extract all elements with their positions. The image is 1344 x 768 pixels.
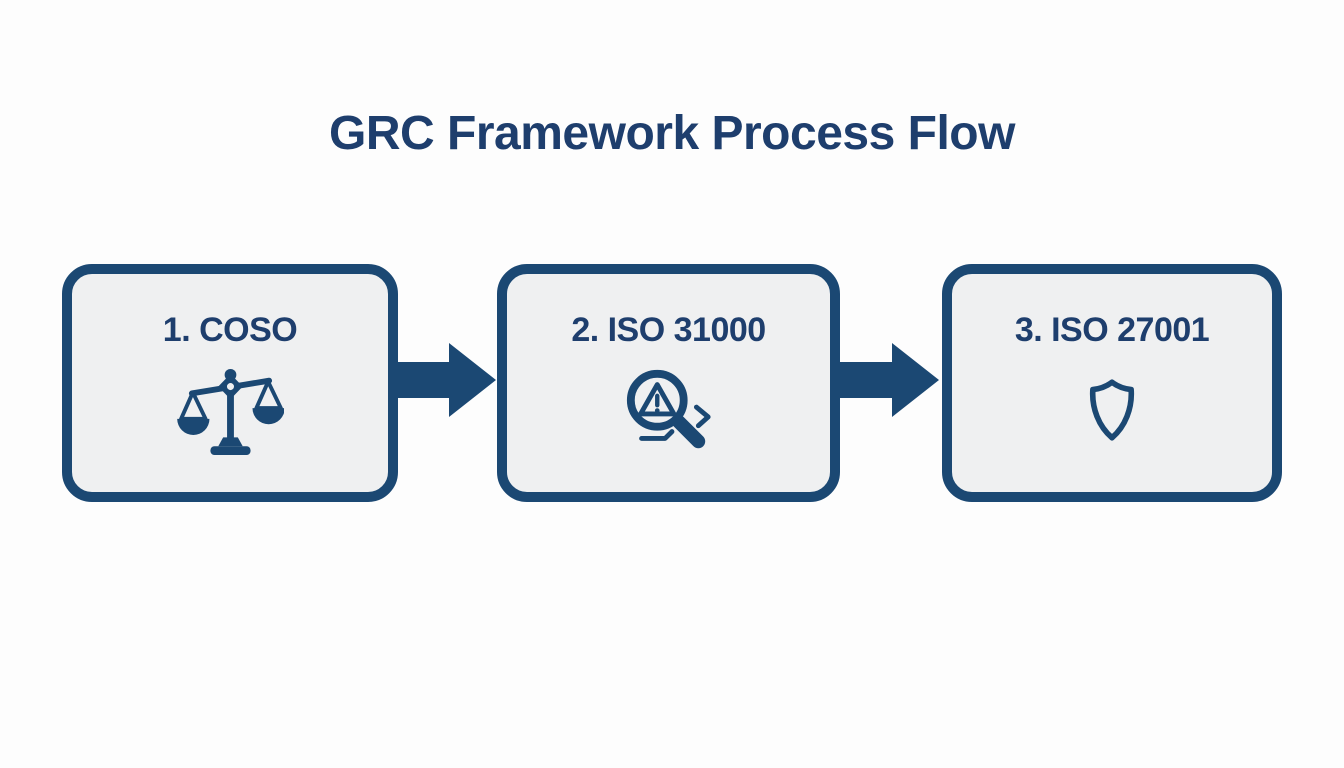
step-label: 1. COSO — [162, 311, 298, 349]
step-label: 2. ISO 31000 — [571, 311, 766, 349]
step-box-iso31000: 2. ISO 31000 — [497, 264, 840, 502]
arrow-right-icon — [840, 343, 939, 417]
step-label: 3. ISO 27001 — [1014, 311, 1210, 349]
balance-scale-icon — [176, 367, 284, 456]
step-box-coso: 1. COSO — [62, 264, 398, 502]
diagram-title: GRC Framework Process Flow — [329, 107, 1015, 160]
step-box-iso27001: 3. ISO 27001 — [942, 264, 1282, 502]
shield-icon — [1079, 367, 1145, 453]
arrow-right-icon — [397, 343, 496, 417]
risk-magnifier-icon — [620, 367, 718, 459]
